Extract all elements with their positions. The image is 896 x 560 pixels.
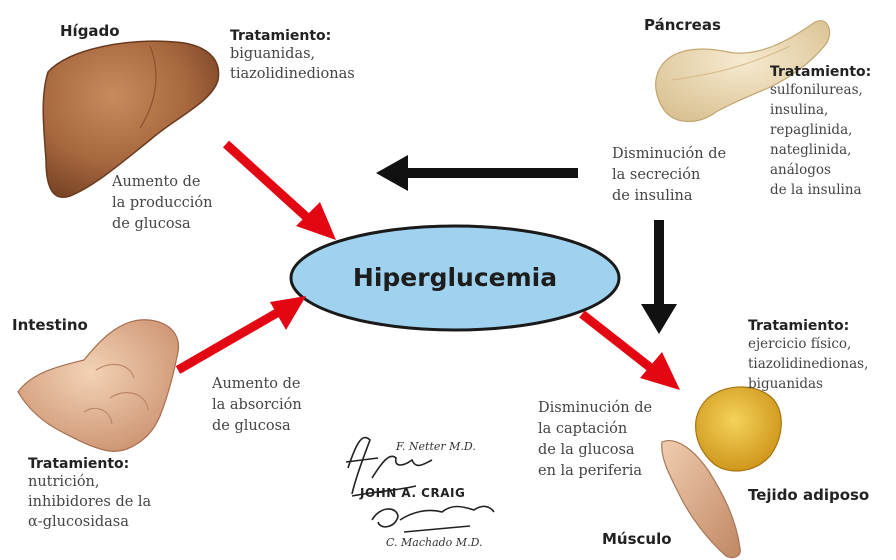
pancreas-treatment-line: de la insulina (770, 182, 862, 198)
periphery-treatment-line: biguanidas (748, 376, 823, 392)
hyperglycemia-ellipse (289, 224, 621, 332)
pancreas-label: Páncreas (644, 16, 721, 34)
liver-treatment-title: Tratamiento: (230, 28, 332, 44)
pancreas-treatment: Tratamiento: sulfonilureas, insulina, re… (770, 64, 871, 200)
intestine-illustration (17, 319, 180, 452)
intestine-treatment-line: α-glucosidasa (28, 514, 129, 530)
pancreas-treatment-line: sulfonilureas, (770, 82, 863, 98)
intestine-mechanism-line: Aumento de (212, 376, 301, 392)
black-arrow-left (376, 155, 578, 191)
liver-illustration (42, 40, 220, 198)
black-arrow-down (641, 220, 677, 334)
hyperglycemia-label: Hiperglucemia (352, 263, 558, 292)
intestine-treatment-line: inhibidores de la (28, 494, 152, 510)
liver-mechanism: Aumento de la producción de glucosa (112, 172, 212, 235)
intestine-mechanism-line: la absorción (212, 397, 302, 413)
periphery-treatment-line: ejercicio físico, (748, 336, 852, 352)
liver-label: Hígado (60, 22, 120, 40)
pancreas-treatment-line: nateglinida, (770, 142, 852, 158)
intestine-treatment-title: Tratamiento: (28, 456, 130, 472)
intestine-treatment-line: nutrición, (28, 474, 100, 490)
signature-machado: C. Machado M.D. (386, 536, 483, 549)
liver-mechanism-line: la producción (112, 195, 213, 211)
muscle-label: Músculo (602, 530, 672, 548)
periphery-mechanism-line: en la periferia (538, 463, 643, 479)
liver-mechanism-line: Aumento de (112, 174, 201, 190)
pancreas-illustration (655, 20, 831, 122)
periphery-treatment: Tratamiento: ejercicio físico, tiazolidi… (748, 318, 868, 394)
periphery-treatment-title: Tratamiento: (748, 318, 850, 334)
signature-netter: F. Netter M.D. (396, 440, 476, 453)
periphery-mechanism-line: de la glucosa (538, 442, 635, 458)
pancreas-treatment-line: insulina, (770, 102, 829, 118)
signature-craig: JOHN A. CRAIG (360, 486, 466, 500)
intestine-treatment: Tratamiento: nutrición, inhibidores de l… (28, 456, 151, 532)
periphery-mechanism: Disminución de la captación de la glucos… (538, 398, 652, 482)
liver-mechanism-line: de glucosa (112, 216, 191, 232)
periphery-treatment-line: tiazolidinedionas, (748, 356, 869, 372)
periphery-mechanism-line: Disminución de (538, 400, 653, 416)
periphery-mechanism-line: la captación (538, 421, 628, 437)
adipose-label: Tejido adiposo (748, 486, 870, 504)
pancreas-treatment-title: Tratamiento: (770, 64, 872, 80)
red-arrow-intestine (175, 296, 306, 374)
red-arrow-liver (222, 140, 336, 240)
pancreas-mechanism: Disminución de la secreción de insulina (612, 144, 726, 207)
pancreas-treatment-line: repaglinida, (770, 122, 853, 138)
intestine-label: Intestino (12, 316, 88, 334)
intestine-mechanism-line: de glucosa (212, 418, 291, 434)
pancreas-mechanism-line: la secreción (612, 167, 701, 183)
pancreas-treatment-line: análogos (770, 162, 831, 178)
adipose-illustration (695, 386, 782, 472)
liver-treatment: Tratamiento: biguanidas, tiazolidinedion… (230, 28, 355, 84)
pancreas-mechanism-line: de insulina (612, 188, 693, 204)
signature-marks (345, 436, 495, 533)
red-arrow-periphery (579, 310, 680, 390)
muscle-illustration (661, 440, 741, 559)
pancreas-mechanism-line: Disminución de (612, 146, 727, 162)
liver-treatment-line: tiazolidinedionas (230, 66, 355, 82)
liver-treatment-line: biguanidas, (230, 46, 316, 62)
intestine-mechanism: Aumento de la absorción de glucosa (212, 374, 302, 437)
